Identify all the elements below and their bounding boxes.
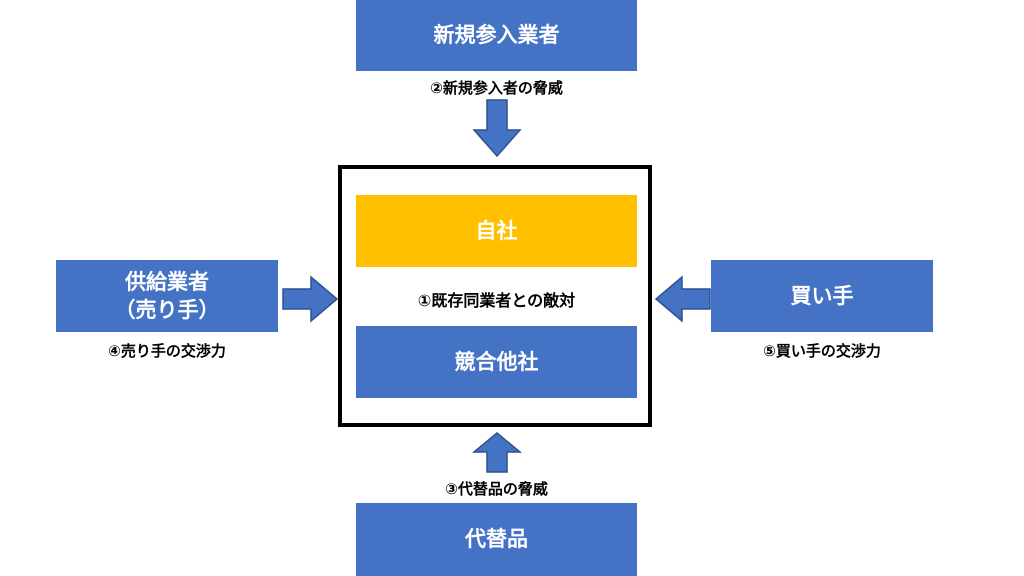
own-company-box: 自社 [356,195,637,267]
suppliers-label-line1: 供給業者 [125,269,209,294]
down-arrow-icon [472,99,522,158]
substitutes-caption: ③代替品の脅威 [445,480,548,498]
substitutes-box: 代替品 [356,503,637,576]
buyers-box: 買い手 [711,260,933,332]
up-arrow-icon [471,432,523,473]
substitutes-label: 代替品 [465,527,528,552]
new-entrants-box: 新規参入業者 [356,0,637,71]
left-arrow-icon [654,275,711,323]
competitors-label: 競合他社 [454,349,539,374]
right-arrow-icon [282,275,339,323]
own-company-label: 自社 [475,218,518,243]
industry-frame [338,165,652,427]
suppliers-label-line2: （売り手） [114,298,220,322]
suppliers-caption: ④売り手の交渉力 [108,342,226,360]
new-entrants-label: 新規参入業者 [433,23,560,48]
competitors-box: 競合他社 [356,326,637,398]
suppliers-box: 供給業者 （売り手） [56,260,278,332]
buyers-label: 買い手 [790,283,854,308]
rivalry-caption: ①既存同業者との敵対 [417,291,576,310]
buyers-caption: ⑤買い手の交渉力 [763,342,881,360]
new-entrants-caption: ②新規参入者の脅威 [430,79,563,97]
